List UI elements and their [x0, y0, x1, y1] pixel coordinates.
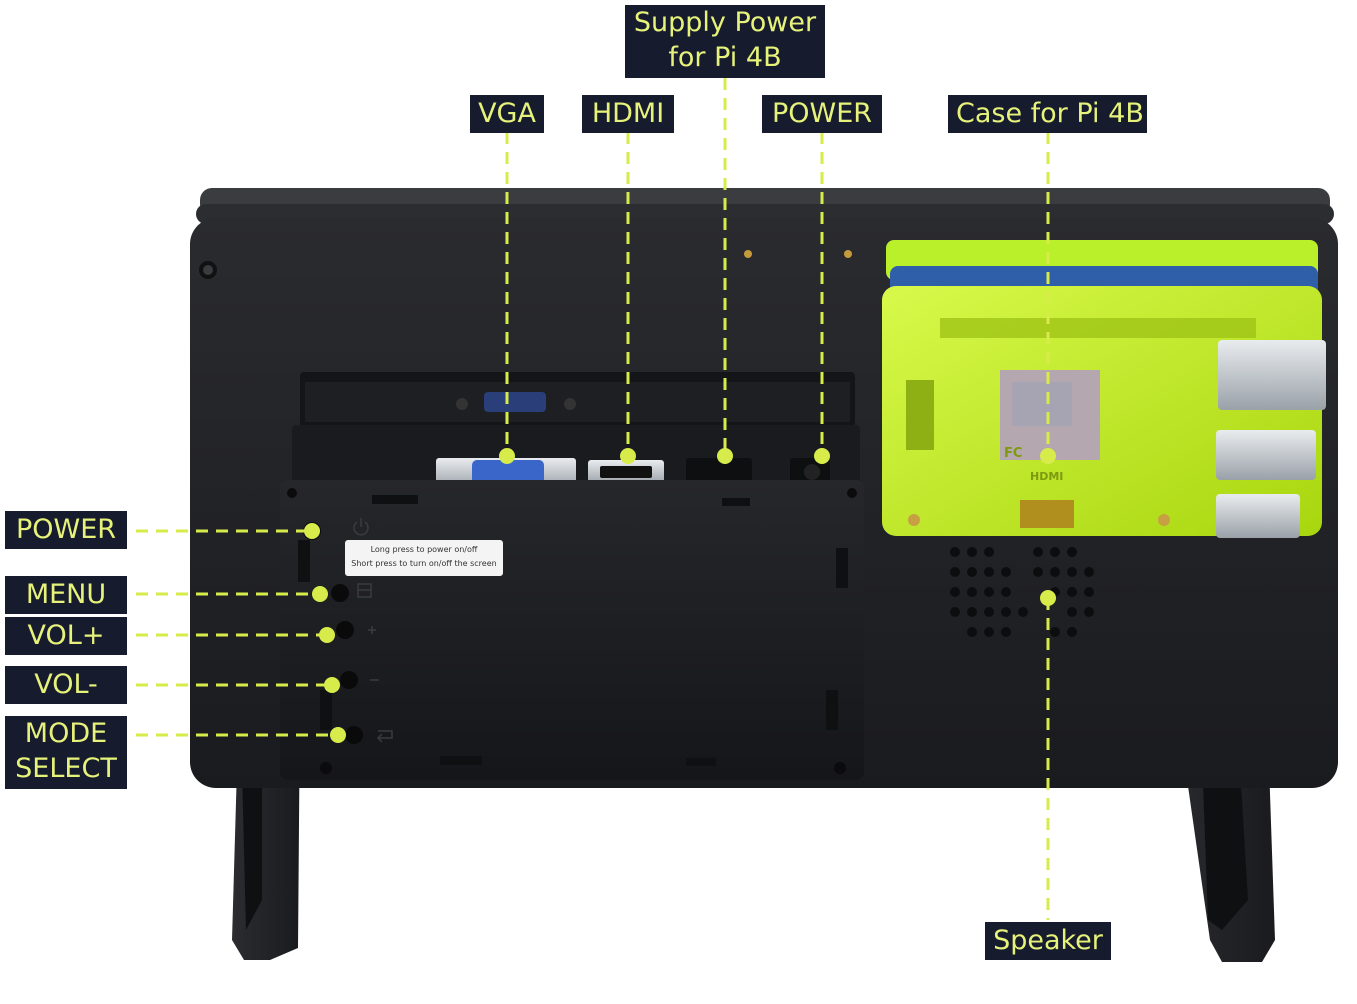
callout-supply-power-line-1: Supply Power — [633, 7, 817, 38]
callout-vol-minus: VOL- — [5, 666, 127, 704]
button-symbols — [353, 518, 393, 743]
callout-vol-plus: VOL+ — [5, 617, 127, 655]
power-icon — [353, 518, 369, 536]
plus-icon — [368, 626, 376, 634]
case-fc-mark: FC — [1004, 446, 1023, 461]
callout-power-side: POWER — [5, 511, 127, 549]
button-note-line-2: Short press to turn on/off the screen — [351, 559, 497, 568]
callout-vga: VGA — [470, 95, 544, 133]
callout-mode-select: MODE SELECT — [5, 716, 127, 789]
button-note-line-1: Long press to power on/off — [370, 545, 478, 554]
button-box — [280, 480, 864, 780]
callout-menu: MENU — [5, 576, 127, 614]
menu-icon — [357, 583, 372, 598]
callout-hdmi: HDMI — [582, 95, 674, 133]
callout-mode-line-2: SELECT — [15, 753, 117, 784]
leader-dots — [304, 448, 1056, 743]
return-arrow-icon — [376, 730, 393, 743]
port-housing — [292, 372, 860, 488]
callout-power-top: POWER — [762, 95, 882, 133]
callout-supply-power-line-2: for Pi 4B — [668, 42, 782, 73]
callout-mode-line-1: MODE — [24, 718, 108, 749]
leader-lines — [136, 78, 1050, 920]
callout-supply-power: Supply Power for Pi 4B — [625, 5, 825, 78]
case-hdmi-mark: HDMI — [1030, 470, 1064, 483]
callout-speaker: Speaker — [985, 922, 1111, 960]
callout-case: Case for Pi 4B — [948, 95, 1147, 133]
pi-case — [882, 240, 1326, 538]
speaker-grille — [950, 547, 1094, 637]
